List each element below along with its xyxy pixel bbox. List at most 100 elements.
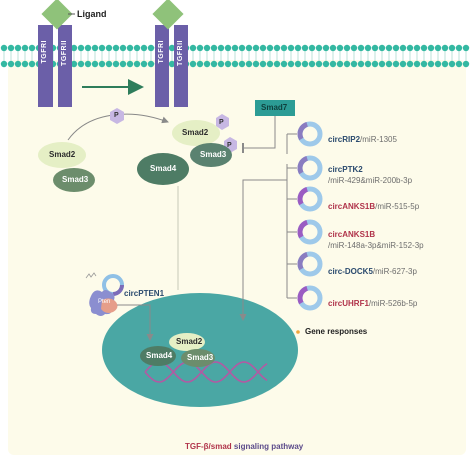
lipid-head bbox=[462, 44, 470, 52]
smad7-inhibition bbox=[242, 116, 276, 153]
lipid-head bbox=[266, 44, 274, 52]
circ-ring-segment bbox=[297, 155, 323, 181]
lipid-head bbox=[287, 44, 295, 52]
circ-item-4: circANKS1B bbox=[328, 225, 375, 241]
lipid-head bbox=[0, 60, 8, 68]
gene-responses-bullet bbox=[296, 330, 300, 334]
caption-part2: signaling pathway bbox=[231, 442, 304, 451]
lipid-head bbox=[168, 44, 176, 52]
lipid-head bbox=[448, 60, 456, 68]
circ-target: /miR-1305 bbox=[360, 135, 397, 144]
ligand-label: Ligand bbox=[77, 9, 107, 19]
smad2-nuclear bbox=[169, 333, 205, 351]
lipid-head bbox=[98, 44, 106, 52]
lipid-head bbox=[322, 60, 330, 68]
lipid-head bbox=[147, 60, 155, 68]
circ-item-6: circUHRF1/miR-526b-5p bbox=[328, 294, 417, 310]
lipid-head bbox=[203, 60, 211, 68]
circ-name: circ-DOCK5 bbox=[328, 267, 373, 276]
lipid-head bbox=[112, 60, 120, 68]
smad4-right bbox=[137, 153, 189, 185]
lipid-head bbox=[91, 44, 99, 52]
ligand-bound bbox=[152, 0, 184, 30]
lipid-head bbox=[308, 44, 316, 52]
tgfr2-receptor bbox=[58, 25, 72, 107]
caption-part1: TGF-β/smad bbox=[185, 442, 232, 451]
lipid-head bbox=[448, 44, 456, 52]
lipid-head bbox=[343, 60, 351, 68]
dna-strand bbox=[144, 361, 268, 383]
circ-name: circUHRF1 bbox=[328, 299, 369, 308]
circ-item-3: circANKS1B/miR-515-5p bbox=[328, 197, 419, 213]
lipid-head bbox=[203, 44, 211, 52]
lipid-head bbox=[210, 60, 218, 68]
lipid-head bbox=[350, 60, 358, 68]
lipid-head bbox=[147, 44, 155, 52]
phosphate-label-2: P bbox=[219, 119, 224, 126]
lipid-head bbox=[455, 44, 463, 52]
circ-ring-segment bbox=[297, 219, 323, 245]
lipid-head bbox=[119, 60, 127, 68]
lipid-head bbox=[385, 44, 393, 52]
rna-squiggle bbox=[85, 272, 97, 279]
smad3-left-label: Smad3 bbox=[62, 175, 89, 184]
lipid-head bbox=[77, 44, 85, 52]
lipid-head bbox=[98, 60, 106, 68]
lipid-head bbox=[14, 60, 22, 68]
lipid-head bbox=[441, 44, 449, 52]
lipid-head bbox=[427, 44, 435, 52]
tgfr1-receptor-active bbox=[155, 25, 169, 107]
lipid-head bbox=[371, 60, 379, 68]
lipid-head bbox=[119, 44, 127, 52]
lipid-head bbox=[231, 60, 239, 68]
tgfr1-receptor bbox=[38, 25, 53, 107]
lipid-head bbox=[231, 44, 239, 52]
lipid-head bbox=[7, 60, 15, 68]
lipid-head bbox=[322, 44, 330, 52]
lipid-head bbox=[196, 44, 204, 52]
lipid-head bbox=[21, 44, 29, 52]
lipid-head bbox=[91, 60, 99, 68]
lipid-head bbox=[224, 60, 232, 68]
lipid-head bbox=[140, 44, 148, 52]
lipid-head bbox=[399, 60, 407, 68]
lipid-head bbox=[84, 44, 92, 52]
lipid-head bbox=[392, 44, 400, 52]
circ-ring-list bbox=[297, 121, 323, 311]
lipid-head bbox=[287, 60, 295, 68]
cell-membrane bbox=[0, 44, 470, 68]
lipid-head bbox=[315, 60, 323, 68]
smad4-right-label: Smad4 bbox=[150, 164, 177, 173]
circ-ring-segment bbox=[297, 186, 323, 212]
lipid-head bbox=[105, 60, 113, 68]
pten-label: Pten bbox=[98, 299, 111, 305]
lipid-head bbox=[105, 44, 113, 52]
lipid-head bbox=[315, 44, 323, 52]
lipid-head bbox=[378, 60, 386, 68]
circ-name: circRIP2 bbox=[328, 135, 361, 144]
tgfr2-receptor-active bbox=[174, 25, 188, 107]
lipid-head bbox=[357, 60, 365, 68]
lipid-head bbox=[252, 60, 260, 68]
smad2-nuclear-label: Smad2 bbox=[176, 337, 203, 346]
tgfr2-label-active: TGFRII bbox=[177, 40, 184, 66]
lipid-head bbox=[427, 60, 435, 68]
lipid-head bbox=[210, 44, 218, 52]
lipid-head bbox=[238, 44, 246, 52]
tgfr1-label: TGFRI bbox=[41, 40, 48, 64]
circ-target: /miR-515-5p bbox=[375, 202, 420, 211]
lipid-head bbox=[364, 60, 372, 68]
circ-target: /miR-429&miR-200b-3p bbox=[328, 176, 413, 185]
smad3-nuclear-label: Smad3 bbox=[187, 353, 214, 362]
lipid-head bbox=[350, 44, 358, 52]
lipid-head bbox=[420, 44, 428, 52]
circ-item-4-target: /miR-148a-3p&miR-152-3p bbox=[328, 236, 424, 252]
lipid-head bbox=[238, 60, 246, 68]
lipid-head bbox=[245, 44, 253, 52]
circ-item-1: circRIP2/miR-1305 bbox=[328, 130, 397, 146]
lipid-head bbox=[126, 44, 134, 52]
phosphate-2 bbox=[216, 114, 229, 130]
circ-name: circPTK2 bbox=[328, 165, 363, 174]
smad7-label: Smad7 bbox=[261, 103, 288, 112]
circpten1-label: circPTEN1 bbox=[124, 289, 165, 298]
